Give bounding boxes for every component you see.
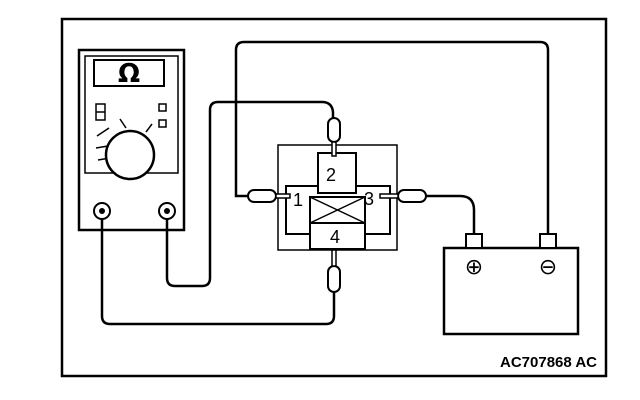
negative-terminal-symbol: ⊖ [539, 255, 557, 280]
figure-reference-code: AC707868 AC [500, 354, 597, 371]
ohmmeter-display [93, 59, 165, 87]
positive-terminal-symbol: ⊕ [465, 255, 483, 280]
battery-negative-post [539, 233, 557, 249]
terminal-label-2: 2 [326, 165, 336, 185]
terminal-label-4: 4 [330, 227, 340, 247]
connector-terminal-2 [327, 117, 341, 157]
connector-terminal-1 [247, 189, 291, 203]
range-indicator [158, 103, 167, 112]
terminal-label-3: 3 [364, 189, 374, 209]
battery: ⊕ ⊖ [442, 233, 580, 336]
test-lead-to-terminal-2 [165, 100, 335, 288]
battery-case [442, 246, 580, 336]
rotary-selector-dial [104, 129, 156, 181]
relay-terminal-2-block [317, 152, 357, 194]
figure-frame [60, 17, 608, 378]
connector-terminal-4 [327, 249, 341, 293]
ohmmeter: Ω [77, 48, 186, 232]
ohm-symbol: Ω [118, 59, 140, 89]
relay: 2 1 3 4 [277, 144, 398, 251]
wire-terminal-3-to-battery-positive [424, 194, 476, 234]
connector-terminal-3 [379, 189, 427, 203]
terminal-label-1: 1 [293, 190, 303, 210]
relay-terminal-4-block [309, 222, 366, 250]
wire-terminal-1-to-battery-negative [234, 40, 550, 234]
ohmmeter-body [77, 48, 186, 232]
test-lead-to-terminal-4 [100, 219, 336, 326]
battery-positive-post [465, 233, 483, 249]
range-indicator [158, 119, 167, 128]
